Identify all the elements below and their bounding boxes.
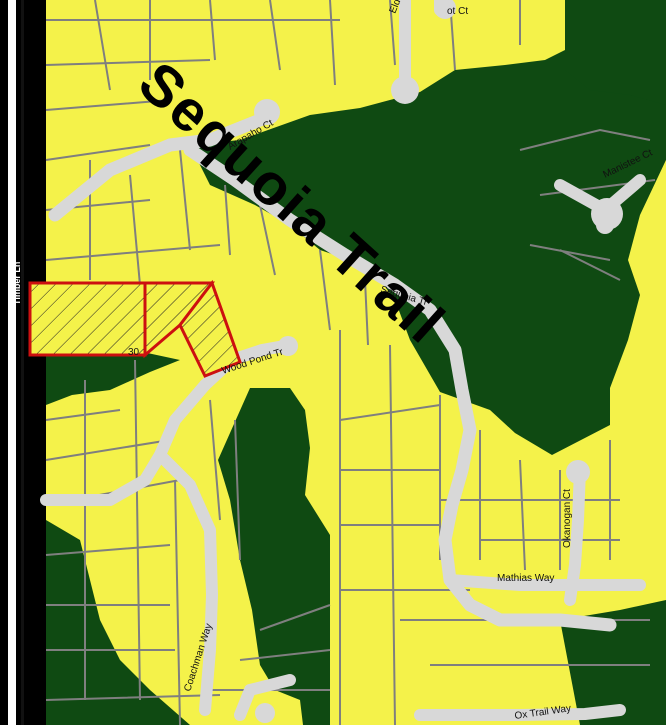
subject-parcel-west[interactable] [28,281,147,357]
subject-parcels[interactable] [28,279,242,378]
parcel-boundaries [45,0,656,725]
central-open-space [190,30,666,455]
road-network [40,0,646,723]
subject-parcel-label: 30 [128,347,140,358]
street-label-mathias-way: Mathias Way [497,573,554,584]
southwest-open-space [46,520,190,725]
subject-parcel-east[interactable] [178,279,242,378]
street-label-timber-ln: Timber Ln [12,262,22,305]
street-label-okanogan-ct: Okanogan Ct [562,489,573,548]
south-open-space [218,388,330,725]
upper-right-open-space [565,0,666,105]
southeast-open-space [560,600,666,725]
left-thin-line [21,0,24,725]
street-label-top-partial: ot Ct [447,6,468,17]
left-white-edge [8,0,16,725]
